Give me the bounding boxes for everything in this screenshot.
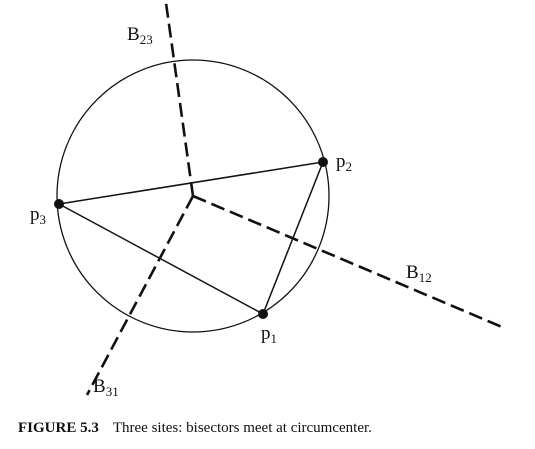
bisector-b31-label: B31 [93, 376, 119, 399]
figure-caption: FIGURE 5.3 Three sites: bisectors meet at… [18, 420, 528, 437]
site-p3-dot [54, 199, 64, 209]
bisector-b12-line [192, 194, 503, 329]
bisector-b12-label: B12 [406, 262, 432, 285]
circumcircle [56, 59, 330, 333]
bisector-b31-line [85, 195, 195, 396]
site-p2-label: p2 [336, 151, 352, 174]
site-p1-label: p1 [261, 323, 277, 346]
caption-label: FIGURE 5.3 [18, 420, 99, 436]
bisector-b23-line [164, 2, 195, 197]
bisector-b23-label: B23 [127, 24, 153, 47]
site-p1-dot [258, 309, 268, 319]
caption-text: Three sites: bisectors meet at circumcen… [112, 420, 372, 436]
site-p3-label: p3 [30, 204, 46, 227]
site-p2-dot [318, 157, 328, 167]
edge-p3-p1 [58, 203, 264, 315]
